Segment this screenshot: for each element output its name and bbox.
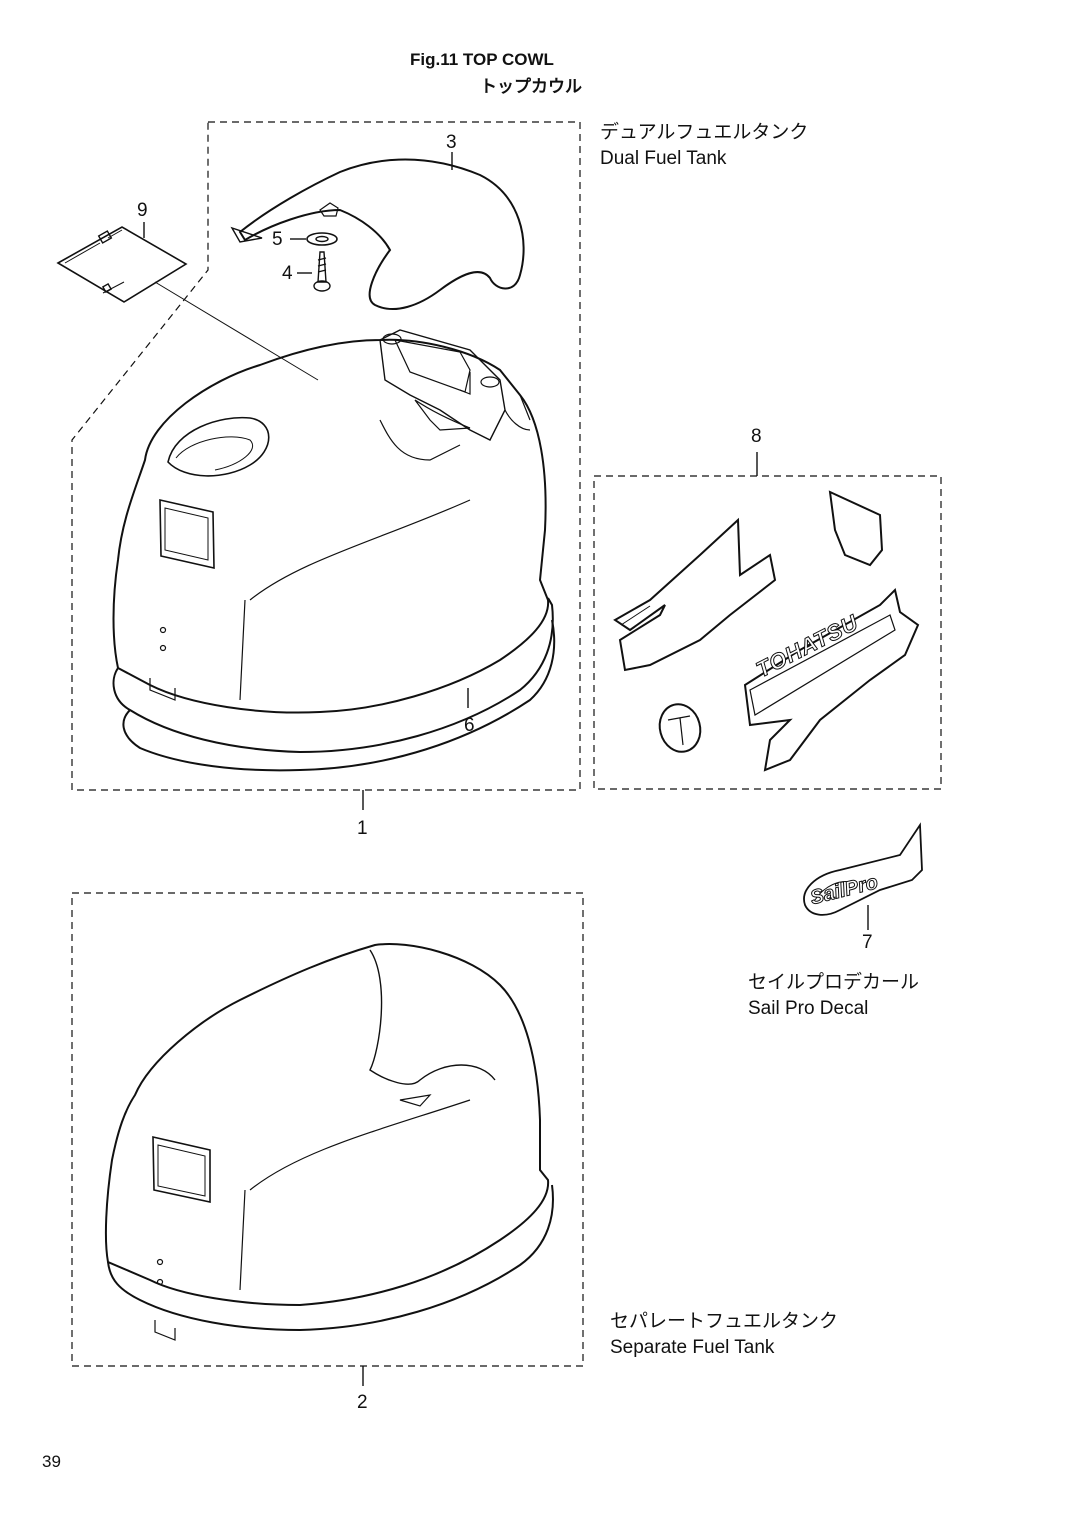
dual-tank-label-en: Dual Fuel Tank [600, 148, 727, 169]
callout-8: 8 [751, 426, 762, 447]
dual-tank-cowl-part [112, 329, 550, 714]
callout-6: 6 [464, 715, 475, 736]
brand-stripe-decal [743, 588, 920, 772]
callout-7: 7 [862, 932, 873, 953]
separate-tank-label-jp: セパレートフュエルタンク [610, 1311, 839, 1332]
sail-pro-label-jp: セイルプロデカール [748, 972, 920, 993]
callout-3: 3 [446, 132, 457, 153]
decal-set-group-box [593, 475, 942, 790]
figure-title-jp: トップカウル [480, 77, 582, 96]
corner-decal [828, 490, 884, 567]
separate-tank-caption: セパレートフュエルタンク Separate Fuel Tank [610, 1309, 838, 1361]
sail-pro-label-en: Sail Pro Decal [748, 998, 869, 1019]
separate-tank-group-box [71, 892, 584, 1367]
dual-tank-group-box [71, 121, 581, 791]
callout-2: 2 [357, 1392, 368, 1413]
side-stripe-decal [613, 517, 777, 672]
sail-pro-caption: セイルプロデカール Sail Pro Decal [748, 970, 919, 1022]
page-number: 39 [42, 1452, 61, 1471]
decal-set-part [613, 490, 920, 772]
caution-label-part [56, 226, 188, 303]
callout-1: 1 [357, 818, 368, 839]
washer-part [306, 232, 338, 246]
callout-5: 5 [272, 229, 283, 250]
dual-tank-caption: デュアルフュエルタンク Dual Fuel Tank [600, 120, 808, 172]
separate-tank-cowl-part [104, 943, 554, 1341]
leader-9-to-cowl [154, 281, 319, 381]
dual-tank-label-jp: デュアルフュエルタンク [600, 122, 809, 143]
top-cover-part [230, 158, 525, 310]
figure-title: Fig.11 TOP COWL [410, 50, 554, 69]
separate-tank-label-en: Separate Fuel Tank [610, 1337, 775, 1358]
screw-part [313, 251, 331, 292]
sail-pro-decal-part [803, 822, 923, 916]
emblem-decal [658, 703, 702, 753]
callout-9: 9 [137, 200, 148, 221]
callout-4: 4 [282, 263, 293, 284]
seal-part [112, 597, 556, 772]
